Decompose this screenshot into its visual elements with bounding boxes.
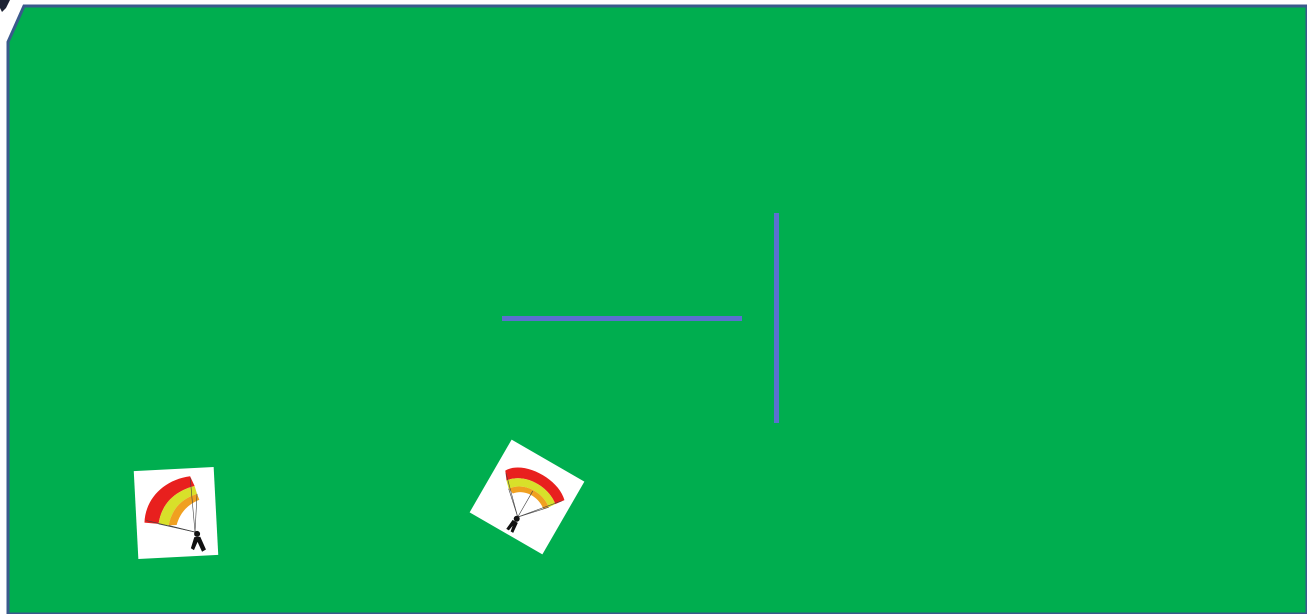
wall-horizontal bbox=[502, 316, 742, 321]
corner-glyph bbox=[0, 0, 10, 12]
wall-vertical bbox=[774, 213, 779, 423]
parachutist-sprite[interactable] bbox=[134, 467, 218, 559]
parachutist-icon bbox=[134, 467, 218, 559]
